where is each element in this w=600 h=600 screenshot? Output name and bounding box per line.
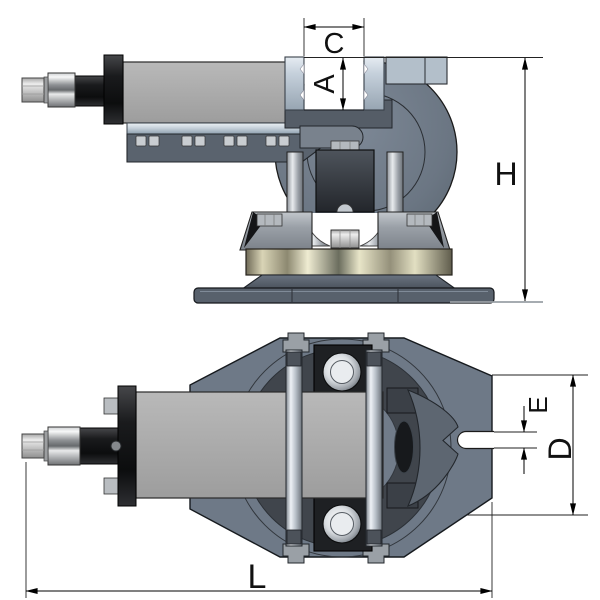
lock-slot bbox=[456, 430, 495, 450]
dimension-L: L bbox=[25, 462, 493, 598]
body-casting bbox=[122, 61, 304, 124]
dimension-D: D bbox=[467, 374, 588, 516]
guide-rail bbox=[126, 133, 323, 163]
slide-body bbox=[135, 391, 384, 499]
base-plate bbox=[193, 287, 495, 304]
handle-hex-tip bbox=[21, 433, 45, 459]
dimension-H: H bbox=[450, 57, 543, 303]
dim-label-A: A bbox=[309, 74, 341, 94]
center-bolt bbox=[330, 229, 360, 249]
spindle-assembly-front bbox=[21, 54, 124, 125]
jaw-notches bbox=[299, 63, 369, 101]
chrome-collar bbox=[47, 426, 81, 466]
dim-label-E: E bbox=[523, 396, 553, 413]
dim-label-L: L bbox=[248, 558, 267, 596]
top-plan-view: E D L bbox=[21, 332, 588, 598]
washer bbox=[43, 430, 49, 462]
clamp-tab bbox=[282, 332, 310, 353]
angle-pointer-crescent bbox=[406, 388, 459, 508]
front-elevation-view: C A H bbox=[21, 18, 543, 304]
clamp-tab bbox=[282, 543, 310, 564]
fixed-jaw bbox=[363, 56, 385, 111]
bearing-block-top bbox=[313, 344, 373, 400]
spindle-flange bbox=[103, 54, 124, 125]
handle-hex-tip bbox=[21, 77, 45, 103]
saddle-bolts bbox=[256, 213, 433, 227]
dim-label-H: H bbox=[494, 156, 517, 192]
strip-caps bbox=[286, 351, 382, 545]
pointer-lens bbox=[394, 420, 414, 474]
jaw-plate-strip-right bbox=[365, 349, 383, 547]
bearing-block-bottom bbox=[313, 496, 373, 552]
guide-pin-top bbox=[103, 397, 119, 415]
trunnion-block bbox=[315, 140, 375, 213]
jaw-plate-strips bbox=[285, 349, 383, 547]
spindle-black-sleeve bbox=[74, 75, 105, 107]
dimension-A: A bbox=[304, 57, 543, 111]
washer bbox=[43, 76, 49, 104]
sleeve-pin-hole bbox=[110, 440, 122, 452]
fixed-jaw-boss bbox=[385, 56, 448, 85]
spindle-assembly-plan bbox=[21, 385, 137, 507]
pedestal bbox=[241, 274, 457, 290]
dim-label-D: D bbox=[542, 437, 578, 460]
dim-label-C: C bbox=[324, 28, 345, 60]
swivel-ring bbox=[245, 248, 453, 276]
movable-jaw bbox=[284, 56, 305, 111]
chrome-collar bbox=[47, 72, 76, 108]
guide-pin-bottom bbox=[103, 477, 119, 495]
jaw-plate-strip-left bbox=[285, 349, 303, 547]
dimension-C: C bbox=[303, 18, 365, 60]
rail-bolts bbox=[135, 135, 290, 147]
dimension-E: E bbox=[494, 396, 553, 474]
jaw-opening bbox=[304, 57, 364, 110]
